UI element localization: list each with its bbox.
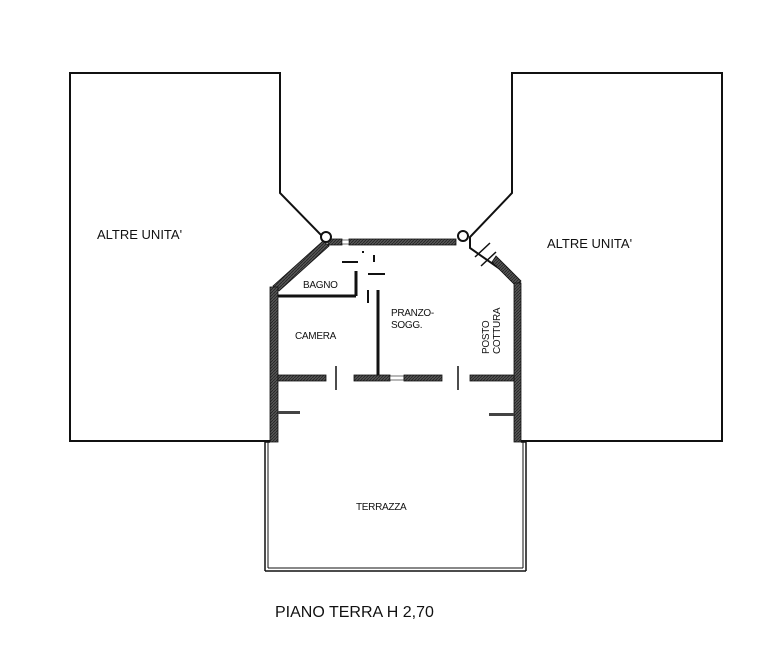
column-right bbox=[457, 230, 469, 242]
interior-partitions bbox=[278, 251, 385, 375]
top-window bbox=[341, 239, 350, 245]
terrace-outline bbox=[264, 441, 527, 572]
room-label-bagno: BAGNO bbox=[303, 280, 338, 291]
room-label-posto-line2: COTTURA bbox=[492, 307, 503, 354]
entrance-door-mark-1 bbox=[474, 242, 491, 258]
column-left bbox=[320, 231, 332, 243]
bottom-window bbox=[389, 375, 405, 381]
left-other-unit bbox=[69, 72, 324, 442]
left-unit-label: ALTRE UNITA' bbox=[97, 227, 182, 242]
apartment-walls bbox=[269, 238, 522, 443]
room-label-pranzo-line2: SOGG. bbox=[391, 320, 422, 331]
room-label-pranzo-line1: PRANZO- bbox=[391, 308, 434, 319]
room-label-terrazza: TERRAZZA bbox=[356, 502, 407, 513]
plan-title: PIANO TERRA H 2,70 bbox=[275, 604, 434, 621]
right-other-unit bbox=[469, 72, 723, 442]
entrance-door-mark-2 bbox=[480, 251, 497, 267]
room-label-posto-line1: POSTO bbox=[481, 320, 492, 354]
right-unit-label: ALTRE UNITA' bbox=[547, 236, 632, 251]
room-label-camera: CAMERA bbox=[295, 331, 337, 342]
